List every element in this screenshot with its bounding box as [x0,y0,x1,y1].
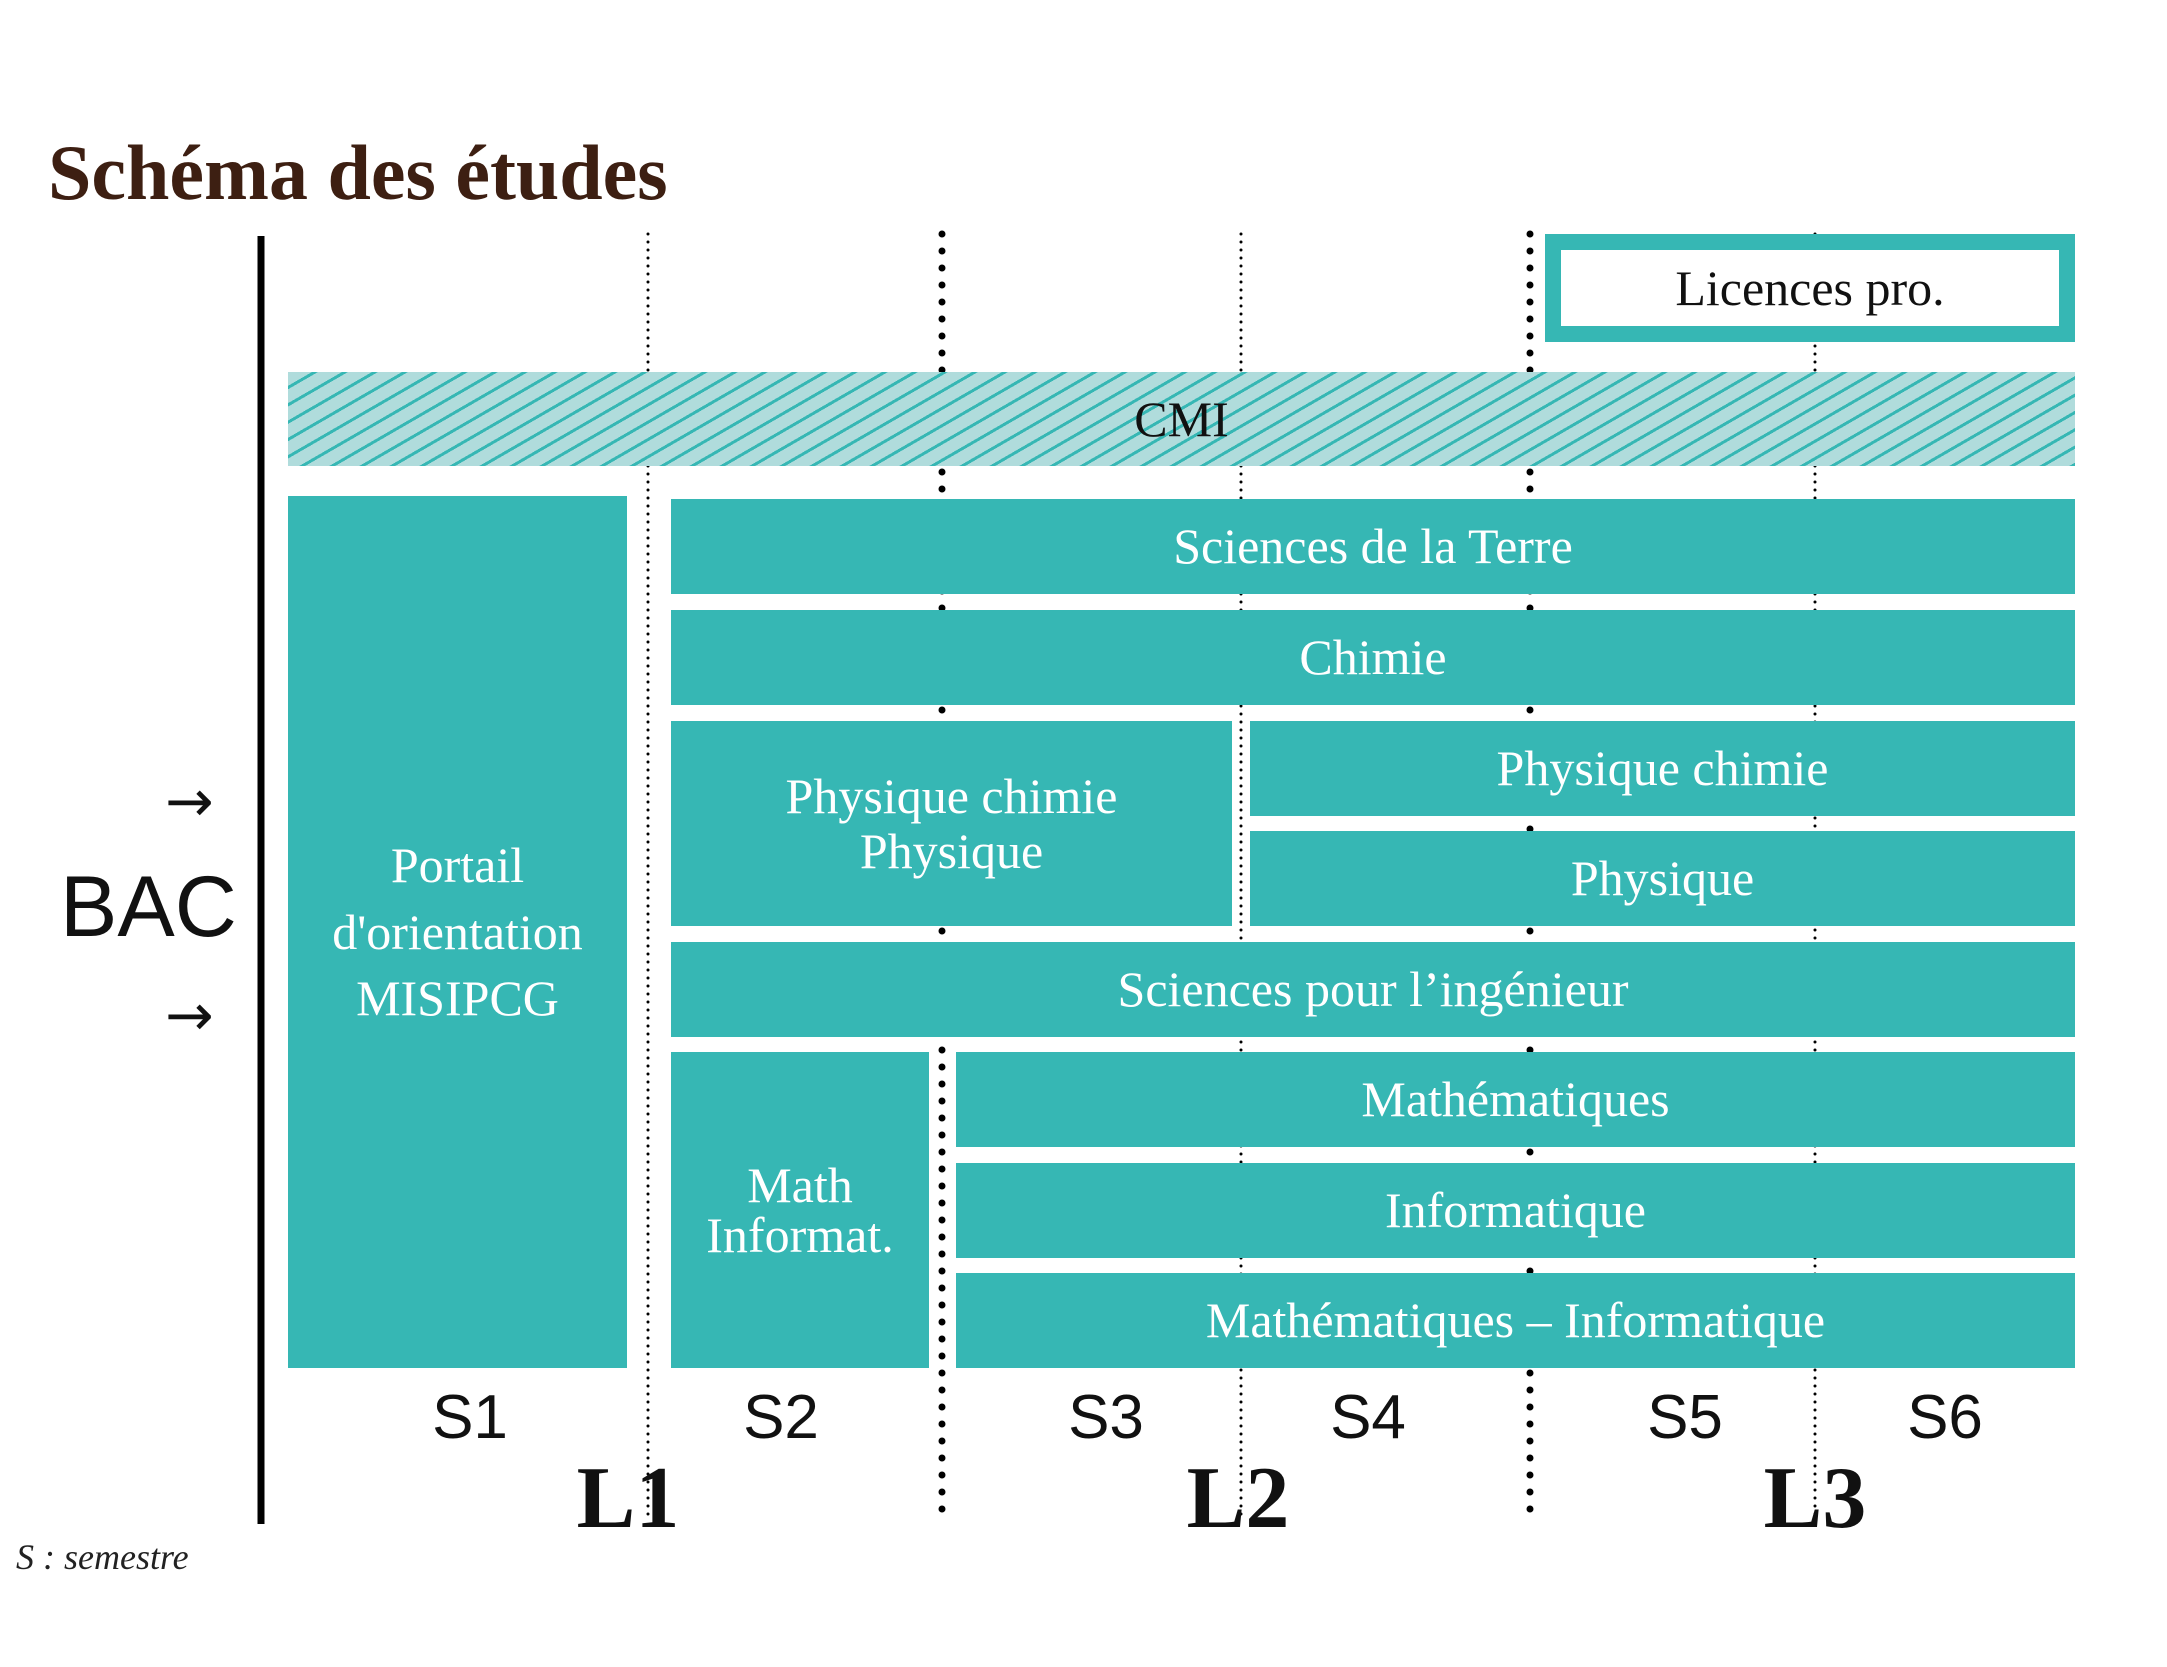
physique-chimie-block: Physique chimie [1250,721,2075,816]
semester-label: S1 [432,1383,508,1452]
semester-label: S2 [743,1383,819,1452]
physique-chimie-physique-block: Physique chimie Physique [671,721,1232,926]
block-line: Informat. [706,1207,894,1263]
sciences-terre-block: Sciences de la Terre [671,499,2075,594]
semester-label: S5 [1647,1383,1723,1452]
semester-label: S6 [1907,1383,1983,1452]
page-title: Schéma des études [48,129,668,216]
portail-block: Portail d'orientation MISIPCG [288,496,627,1368]
arrow-right-icon: → [165,767,214,835]
math-informat-block: Math Informat. [671,1052,929,1368]
block-line: Physique chimie [785,767,1118,824]
physique-block: Physique [1250,831,2075,926]
block-line: Math [747,1157,853,1213]
bac-label: BAC [60,859,237,955]
semester-label: S4 [1330,1383,1406,1452]
semester-label: S3 [1068,1383,1144,1452]
year-label: L2 [1186,1450,1290,1547]
portail-line: MISIPCG [356,970,559,1027]
sciences-ingenieur-block: Sciences pour l’ingénieur [671,942,2075,1037]
portail-line: Portail [390,837,525,894]
math-info-block: Mathématiques – Informatique [956,1273,2075,1368]
year-label: L3 [1763,1450,1867,1547]
legend-note: S : semestre [16,1537,189,1577]
licences-pro-block: Licences pro. [1545,234,2075,342]
portail-line: d'orientation [332,903,583,960]
block-line: Physique [859,822,1044,879]
chimie-block: Chimie [671,610,2075,705]
year-label: L1 [576,1450,680,1547]
cmi-block: CMI [288,372,2075,466]
informatique-block: Informatique [956,1163,2075,1258]
arrow-right-icon: → [165,981,214,1049]
mathematiques-block: Mathématiques [956,1052,2075,1147]
